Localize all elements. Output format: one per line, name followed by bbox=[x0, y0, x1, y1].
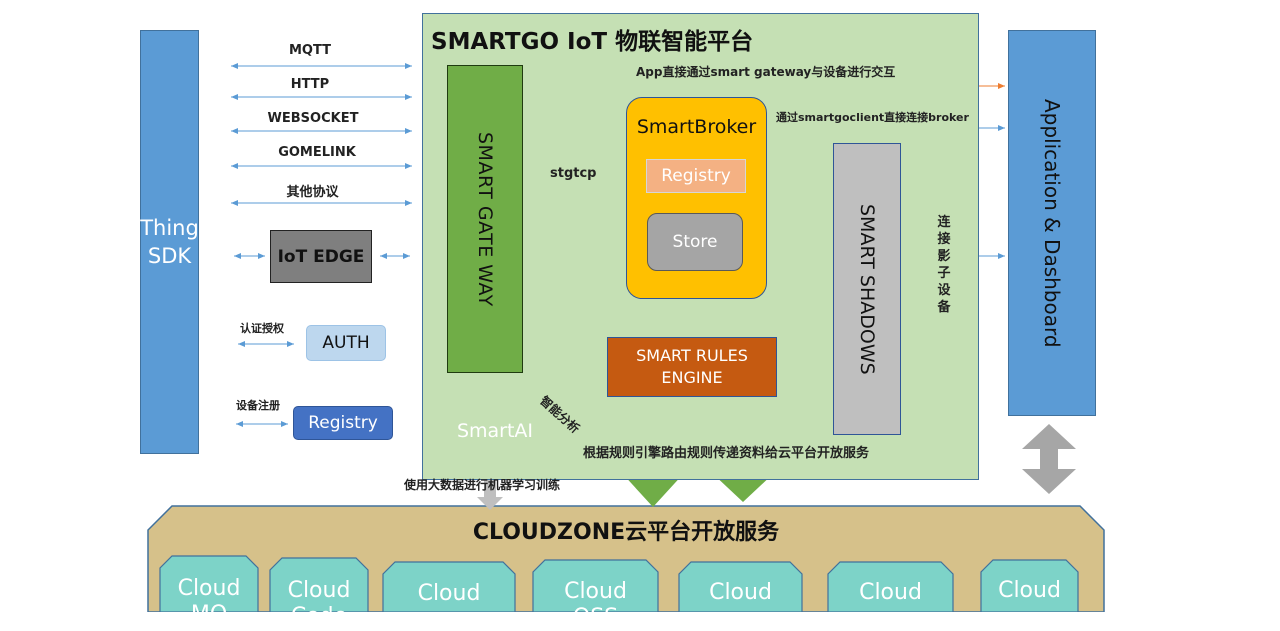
cloud-tile-5-label: Cloud bbox=[679, 580, 802, 606]
cloud-mq-tile bbox=[159, 555, 259, 612]
application-dashboard-label: Application & Dashboard bbox=[1040, 98, 1064, 348]
protocol-label-websocket: WEBSOCKET bbox=[267, 111, 359, 126]
auth-caption: 认证授权 bbox=[240, 322, 284, 335]
cloud-code-line2: Code bbox=[290, 604, 348, 629]
protocol-label-other: 其他协议 bbox=[286, 185, 339, 200]
cloud-tile-5 bbox=[678, 561, 803, 612]
device-registry-box: Registry bbox=[293, 406, 393, 440]
client-broker-label: 通过smartgoclient直接连接broker bbox=[776, 111, 969, 124]
thing-sdk-line2: SDK bbox=[147, 244, 192, 268]
cloud-code-line1: Cloud bbox=[287, 578, 351, 603]
rules-line1: SMART RULES bbox=[636, 346, 748, 365]
cloud-tile-3-line1: Cloud bbox=[417, 581, 481, 606]
cloud-oss-tile bbox=[532, 559, 659, 612]
shadow-link-label: 连接影子设备 bbox=[937, 215, 951, 315]
platform-title: SMARTGO IoT 物联智能平台 bbox=[431, 29, 754, 55]
cloud-tile-6-line1: Cloud bbox=[859, 580, 922, 605]
cloud-code-tile bbox=[269, 557, 369, 612]
device-registry-caption: 设备注册 bbox=[236, 399, 280, 412]
smart-shadows-block: SMART SHADOWS bbox=[833, 143, 901, 435]
cloud-tile-3 bbox=[382, 561, 516, 612]
cloud-tile-7 bbox=[980, 559, 1079, 612]
smart-shadows-label: SMART SHADOWS bbox=[856, 203, 878, 375]
cloud-tile-6-label: Cloud bbox=[828, 580, 953, 606]
cloud-mq-line2: MQ bbox=[190, 602, 228, 627]
cloud-tile-7-line1: Cloud bbox=[998, 578, 1061, 603]
cloud-oss-label: Cloud OSS bbox=[533, 579, 658, 631]
ml-training-label: 使用大数据进行机器学习训练 bbox=[404, 478, 561, 492]
smart-rules-engine-block: SMART RULES ENGINE bbox=[607, 337, 777, 397]
cloud-tile-7-label: Cloud bbox=[981, 578, 1078, 604]
smart-gateway-label: SMART GATE WAY bbox=[474, 131, 496, 307]
cloud-mq-line1: Cloud bbox=[177, 576, 241, 601]
smart-gateway-block: SMART GATE WAY bbox=[447, 65, 523, 373]
app-interaction-label: App直接通过smart gateway与设备进行交互 bbox=[636, 65, 896, 79]
protocol-label-gomelink: GOMELINK bbox=[278, 145, 356, 160]
cloud-mq-label: Cloud MQ bbox=[160, 576, 258, 628]
app-cloud-arrow bbox=[1022, 424, 1076, 494]
cloud-oss-line1: Cloud bbox=[564, 579, 627, 604]
cloud-code-label: Cloud Code bbox=[270, 578, 368, 630]
auth-box: AUTH bbox=[306, 325, 386, 361]
rules-routing-label: 根据规则引擎路由规则传递资料给云平台开放服务 bbox=[583, 446, 870, 461]
smart-broker-title: SmartBroker bbox=[636, 116, 757, 138]
smart-ai-label: SmartAI bbox=[456, 420, 534, 442]
broker-registry-box: Registry bbox=[646, 159, 746, 193]
iot-edge-box: IoT EDGE bbox=[270, 230, 372, 283]
rules-line2: ENGINE bbox=[661, 368, 723, 387]
cloud-tile-6 bbox=[827, 561, 954, 612]
cloudzone-title: CLOUDZONE云平台开放服务 bbox=[472, 520, 780, 545]
protocol-label-mqtt: MQTT bbox=[288, 43, 332, 58]
application-dashboard-block: Application & Dashboard bbox=[1008, 30, 1096, 416]
cloud-oss-line2: OSS bbox=[572, 605, 619, 630]
protocol-label-http: HTTP bbox=[290, 77, 330, 92]
cloud-tile-3-label: Cloud bbox=[383, 581, 515, 607]
broker-store-box: Store bbox=[647, 213, 743, 271]
stgtcp-label: stgtcp bbox=[550, 166, 597, 181]
thing-sdk-line1: Thing bbox=[140, 216, 199, 240]
cloud-tile-5-line1: Cloud bbox=[709, 580, 772, 605]
